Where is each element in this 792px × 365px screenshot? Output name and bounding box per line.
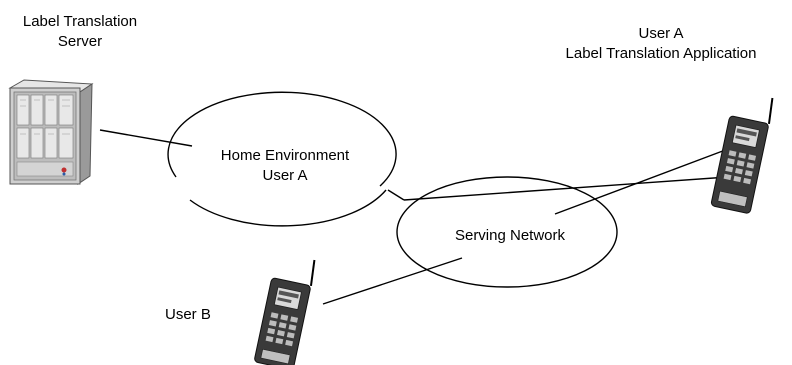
serving-network-label: Serving Network <box>454 227 566 244</box>
user-a-label-line2: Label Translation Application <box>565 45 757 62</box>
link-server-home <box>99 129 193 147</box>
link-home-serving <box>387 189 405 201</box>
links <box>99 129 729 305</box>
link-serving-user-b <box>322 257 463 305</box>
link-serving-user-a <box>554 148 729 215</box>
user-b-phone-icon <box>254 259 316 365</box>
home-environment-label-line1: Home Environment <box>220 147 350 164</box>
user-b-label: User B <box>165 306 211 323</box>
server-label-line2: Server <box>57 33 103 50</box>
server-rack-icon <box>8 79 94 185</box>
server-label-line1: Label Translation <box>22 13 138 30</box>
server-label: Label Translation Server <box>0 12 160 52</box>
home-environment-ellipse <box>167 91 397 227</box>
home-environment-label: Home Environment User A <box>180 146 390 186</box>
user-a-label-line1: User A <box>638 25 684 42</box>
user-a-label: User A Label Translation Application <box>530 24 792 64</box>
user-a-phone-icon <box>710 97 774 214</box>
serving-network-ellipse <box>396 176 618 288</box>
link-home-user-a <box>403 176 729 201</box>
home-environment-label-line2: User A <box>262 167 308 184</box>
